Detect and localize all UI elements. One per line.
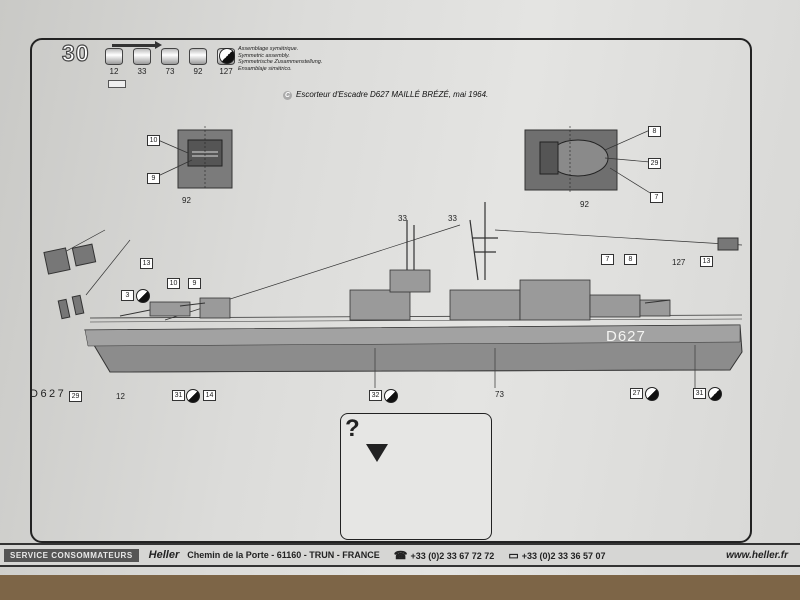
callout-box: 10 <box>147 135 160 146</box>
sym-line: Symmetrische Zusammenstellung. <box>238 59 323 66</box>
warning-icon <box>366 444 388 462</box>
symmetric-icon <box>384 389 398 403</box>
sym-line: Ensamblaje simétrico. <box>238 65 292 72</box>
sym-line: Assemblage symétrique. <box>238 46 299 52</box>
callout-box: 13 <box>140 258 153 269</box>
callout-box: 7 <box>650 192 663 203</box>
paint-ref: 73 <box>495 390 504 399</box>
callout-box: 9 <box>147 173 160 184</box>
paint-code: 92 <box>193 67 203 76</box>
paint-pot: 92 <box>188 48 208 76</box>
paint-code: 127 <box>219 67 233 76</box>
ship-drawing <box>43 126 743 388</box>
paint-ref: 33 <box>448 214 457 223</box>
symmetric-icon <box>645 387 659 401</box>
ship-hull <box>84 314 743 373</box>
detail-inset <box>340 413 492 540</box>
phone-icon: ☎ <box>393 549 408 562</box>
symmetric-icon <box>136 289 150 303</box>
paint-code: 33 <box>137 67 147 76</box>
paint-ref: 92 <box>182 196 191 205</box>
deck-plan-right <box>524 126 618 194</box>
fax-text: +33 (0)2 33 36 57 07 <box>521 550 606 561</box>
question-icon: ? <box>345 415 360 442</box>
callout-box: 14 <box>203 390 216 401</box>
address: Chemin de la Porte - 61160 - TRUN - FRAN… <box>187 550 380 560</box>
fax-icon: ▭ <box>508 549 519 562</box>
callout-box: 32 <box>369 390 382 401</box>
paint-ref: 12 <box>116 392 125 401</box>
service-label: SERVICE CONSOMMATEURS <box>4 548 139 562</box>
paint-pot: 33 <box>132 48 152 76</box>
caption-text: Escorteur d'Escadre D627 MAILLÉ BRÉZÉ, m… <box>296 90 489 99</box>
brand-logo: Heller <box>148 549 180 561</box>
paint-pot-icon <box>161 48 179 65</box>
phone-text: +33 (0)2 33 67 72 72 <box>410 550 495 561</box>
callout-box: 27 <box>630 388 643 399</box>
footer-bar: SERVICE CONSOMMATEURS Heller Chemin de l… <box>0 543 800 567</box>
callout-box: 7 <box>601 254 614 265</box>
callout-box: 3 <box>121 290 134 301</box>
arrow-icon <box>112 41 162 49</box>
callout-box: 13 <box>700 256 713 267</box>
brush-icon <box>108 80 126 88</box>
ship-masts <box>406 202 498 281</box>
step-frame <box>30 38 752 543</box>
paint-ref: 92 <box>580 200 589 209</box>
callout-box: 10 <box>167 278 180 289</box>
paint-pot-icon <box>189 48 207 65</box>
deck-plan-left <box>177 126 233 190</box>
ship-superstructure <box>149 269 671 321</box>
parts-right <box>717 237 739 251</box>
paint-pot: 12 <box>104 48 124 76</box>
callout-box: 9 <box>188 278 201 289</box>
website-link[interactable]: www.heller.fr <box>726 549 788 561</box>
ship-caption: C Escorteur d'Escadre D627 MAILLÉ BRÉZÉ, … <box>283 90 488 100</box>
callout-box: 8 <box>624 254 637 265</box>
paint-code: 73 <box>165 67 175 76</box>
symmetric-icon <box>219 48 235 64</box>
decal-number: D627 <box>30 388 67 400</box>
phone-number: ☎+33 (0)2 33 67 72 72 <box>394 549 495 562</box>
paint-pot-icon <box>105 48 123 65</box>
callout-box: 31 <box>172 390 185 401</box>
paint-ref: 33 <box>398 214 407 223</box>
callout-box: 8 <box>648 126 661 137</box>
symmetric-icon <box>186 389 200 403</box>
paint-pot-icon <box>133 48 151 65</box>
symmetric-assembly-text: Assemblage symétrique. Symmetric assembl… <box>238 46 322 72</box>
paint-list: 12 33 73 92 127 <box>104 48 236 76</box>
paint-pot: 73 <box>160 48 180 76</box>
callout-box: 31 <box>693 388 706 399</box>
symmetric-icon <box>708 387 722 401</box>
sym-line: Symmetric assembly. <box>238 52 290 59</box>
version-badge: C <box>283 91 292 100</box>
guns <box>119 299 671 317</box>
fax-number: ▭+33 (0)2 33 36 57 07 <box>508 549 605 562</box>
hull-number: D627 <box>606 328 646 345</box>
paint-ref: 127 <box>672 258 686 267</box>
step-number: 30 <box>61 39 90 66</box>
paint-code: 12 <box>109 67 119 76</box>
callout-box: 29 <box>69 391 82 402</box>
callout-box: 29 <box>648 158 661 169</box>
parts-left <box>43 243 97 320</box>
